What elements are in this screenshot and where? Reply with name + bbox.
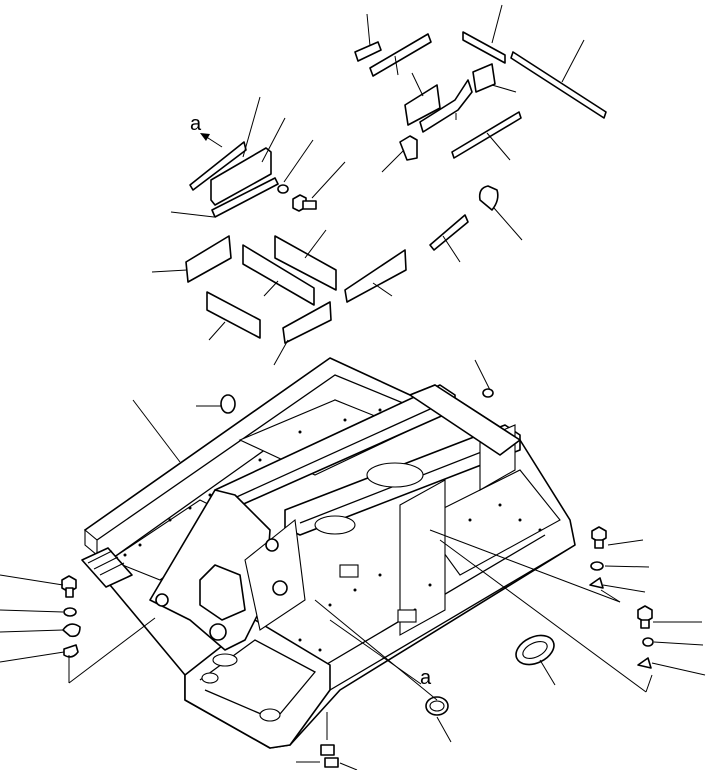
deck-opening-3 (339, 564, 359, 578)
grommet-top-right (482, 388, 494, 398)
angled-plate-a (404, 84, 441, 126)
right-fastener-stack-upper (589, 526, 607, 589)
right-plug-lower (637, 657, 652, 669)
long-rod (510, 51, 607, 119)
deck-opening-4 (397, 609, 417, 623)
right-plug-upper (589, 577, 604, 589)
grommet-top (220, 394, 236, 414)
callout-a-bottom-group: a (420, 667, 432, 689)
deck-opening-6 (259, 708, 281, 722)
pivot-hole-right (265, 538, 279, 552)
upper-left-plate-group (185, 141, 469, 344)
left-fastener-stack (61, 575, 81, 658)
oval-cover (515, 634, 555, 666)
callout-a-bottom: a (420, 667, 432, 689)
deck-opening-5 (212, 653, 238, 667)
round-cover-bottom (425, 696, 449, 716)
weight-plate-5 (206, 291, 261, 339)
flat-bar-under (211, 177, 279, 218)
deck-opening-2 (314, 515, 356, 535)
left-plug (63, 644, 79, 658)
arrow-head-top (200, 133, 210, 141)
front-lower-box (184, 619, 331, 749)
front-lower-inner (199, 639, 317, 721)
pivot-hole-lower (155, 593, 169, 607)
right-bolt-upper (591, 526, 607, 543)
bracket-small (399, 135, 418, 161)
weight-plate-3 (242, 244, 315, 306)
stopper-bottom (320, 744, 339, 768)
cross-member-left (399, 479, 446, 636)
right-washer-upper (590, 561, 604, 571)
small-block-plate (472, 63, 496, 93)
base-block (210, 147, 272, 206)
long-bar-diagonal (451, 111, 522, 159)
washer (277, 184, 289, 194)
bolt-upper (292, 194, 317, 212)
callout-a-top-group: a (190, 113, 223, 148)
front-step (81, 547, 133, 588)
pivot-hole-upper (209, 623, 227, 641)
leader-lines (0, 4, 706, 770)
boom-mount-plate (244, 518, 306, 631)
right-fastener-stack-lower (637, 605, 654, 669)
upper-right-plate-group (354, 31, 607, 211)
rear-end-box (409, 384, 521, 456)
pivot-hole-mid (272, 580, 288, 596)
small-plate-2 (369, 33, 432, 77)
deck-opening-1 (366, 462, 424, 488)
right-washer-lower (642, 637, 654, 647)
weight-plate-4 (344, 249, 407, 303)
weight-plate-6 (282, 301, 332, 344)
rounded-cover (478, 185, 499, 211)
deck-opening-7 (201, 672, 219, 684)
rear-rail (96, 374, 421, 541)
beam-edge-1 (229, 399, 451, 501)
weight-plate-1 (185, 235, 232, 283)
small-plate-1 (354, 41, 382, 62)
left-cap (62, 623, 81, 638)
angle-bracket-plate (189, 141, 247, 191)
side-bar-plate (462, 31, 506, 64)
callout-a-top: a (190, 113, 202, 135)
right-bolt-lower (637, 605, 653, 623)
left-washer (63, 607, 77, 617)
weight-plate-2 (274, 235, 337, 291)
small-bent-plate (429, 214, 469, 251)
cylinder-mount (199, 564, 246, 621)
stepped-plate (419, 79, 473, 133)
main-frame (81, 357, 576, 749)
